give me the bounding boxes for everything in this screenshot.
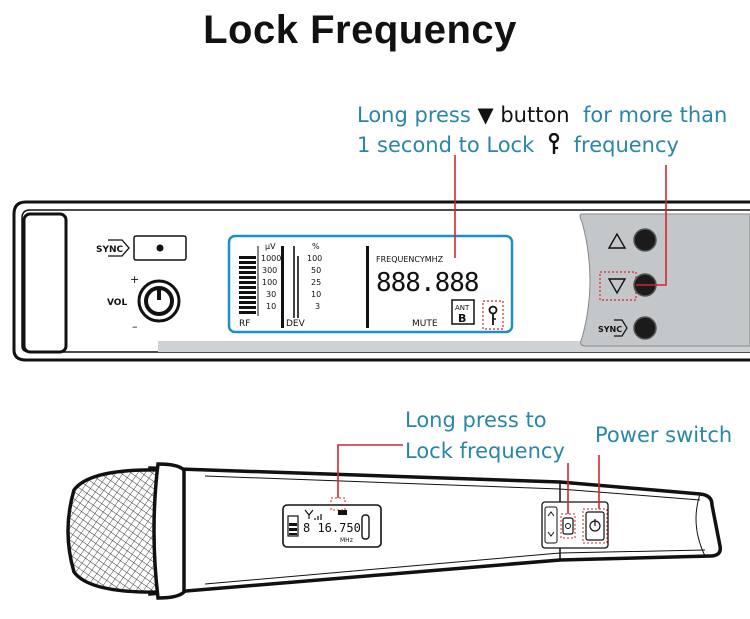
dev-tick-10: 10 bbox=[311, 290, 321, 299]
callout-frequency-word: frequency bbox=[573, 133, 679, 157]
frequency-label: FREQUENCYMHZ bbox=[376, 255, 444, 264]
sync-arrow-icon bbox=[108, 239, 130, 257]
mic-lcd-unit: MHz bbox=[340, 537, 353, 544]
rf-label: RF bbox=[239, 319, 250, 329]
mic-down-icon bbox=[547, 531, 555, 537]
side-sync-label: SYNC bbox=[598, 325, 622, 334]
rf-level-bars bbox=[239, 256, 256, 314]
mic-power-button[interactable] bbox=[585, 511, 605, 541]
mic-grille bbox=[66, 468, 167, 594]
down-arrow-icon-panel bbox=[607, 278, 627, 295]
lcd-key-icon bbox=[488, 305, 498, 325]
mic-lcd bbox=[282, 504, 382, 548]
mic-leader-lines bbox=[337, 444, 600, 514]
callout-button-word: button bbox=[500, 103, 570, 127]
key-icon bbox=[548, 132, 560, 154]
receiver-callout-line1: Long press ▼ button for more than bbox=[357, 100, 727, 130]
callout-more-than: for more than bbox=[582, 103, 728, 127]
ant-value: B bbox=[458, 312, 466, 325]
ant-label: ANT bbox=[455, 304, 470, 312]
sync-side-button[interactable] bbox=[633, 316, 657, 340]
mic-grille-band bbox=[152, 462, 186, 600]
receiver-callout-line2: 1 second to Lock frequency bbox=[357, 130, 727, 160]
mic-lcd-slot bbox=[361, 514, 370, 540]
dev-label: DEV bbox=[286, 319, 306, 329]
sync-button[interactable] bbox=[133, 235, 187, 261]
rf-tick-1000: 1000 bbox=[261, 254, 281, 263]
dev-tick-100: 100 bbox=[307, 254, 322, 263]
up-button[interactable] bbox=[633, 228, 657, 252]
dev-tick-3: 3 bbox=[315, 302, 320, 311]
down-arrow-icon: ▼ bbox=[477, 103, 494, 127]
rf-tick-30: 30 bbox=[266, 290, 276, 299]
receiver-leader-lines bbox=[454, 155, 667, 286]
page-title: Lock Frequency bbox=[203, 8, 517, 52]
mic-signal-icon bbox=[304, 509, 322, 520]
receiver-callout: Long press ▼ button for more than 1 seco… bbox=[357, 100, 727, 160]
mic-body bbox=[148, 466, 723, 596]
rf-tick-300: 300 bbox=[262, 266, 277, 275]
vol-minus: – bbox=[132, 320, 138, 333]
dev-tick-25: 25 bbox=[311, 278, 321, 287]
sync-side-arrow-icon bbox=[614, 319, 628, 337]
receiver-lcd bbox=[227, 234, 514, 334]
rf-tick-100: 100 bbox=[262, 278, 277, 287]
lock-highlight-box bbox=[482, 300, 504, 330]
dev-tick-50: 50 bbox=[311, 266, 321, 275]
mic-lcd-frequency: 8 16.750 bbox=[303, 521, 361, 535]
mic-battery-small-icon bbox=[338, 510, 347, 515]
mic-lock-callout-line2: Lock frequency bbox=[405, 439, 565, 463]
mic-lock-button[interactable] bbox=[562, 517, 574, 535]
mic-lock-callout: Long press to Lock frequency bbox=[405, 405, 565, 467]
vol-plus: + bbox=[130, 273, 139, 286]
callout-long-press: Long press bbox=[357, 103, 471, 127]
vol-label: VOL bbox=[107, 298, 127, 308]
mic-up-icon bbox=[547, 511, 555, 517]
sync-label: SYNC bbox=[96, 245, 124, 255]
mute-label: MUTE bbox=[412, 319, 438, 329]
dev-unit: % bbox=[312, 242, 320, 251]
volume-knob[interactable] bbox=[137, 279, 181, 323]
up-arrow-icon bbox=[607, 232, 627, 249]
mic-lock-callout-line1: Long press to bbox=[405, 408, 547, 432]
callout-second-to-lock: 1 second to Lock bbox=[357, 133, 535, 157]
frequency-value: 888.888 bbox=[376, 268, 479, 298]
rf-tick-10: 10 bbox=[266, 302, 276, 311]
rf-unit: μV bbox=[265, 242, 276, 251]
rack-handle bbox=[22, 212, 68, 354]
power-switch-callout: Power switch bbox=[595, 423, 733, 447]
